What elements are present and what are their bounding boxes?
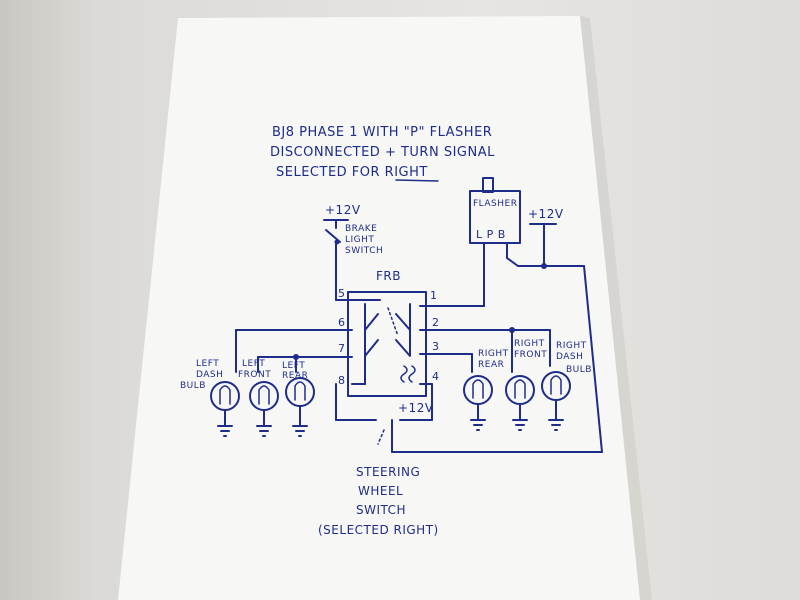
relay-coil-2 <box>408 365 416 383</box>
relay-pin-1: 1 <box>430 289 438 302</box>
wire-b-bend <box>506 257 519 267</box>
title-emphasis: RIGHT <box>385 165 428 180</box>
brake-switch-line-3: SWITCH <box>345 246 383 256</box>
relay-pin-6: 6 <box>338 316 346 329</box>
flasher-pins: L P B <box>476 228 506 241</box>
steering-switch-arm <box>377 429 385 445</box>
left-dash-line-1: LEFT <box>196 359 219 369</box>
left-rear-line-1: LEFT <box>282 361 305 371</box>
supply-brake-label: +12V <box>325 203 361 217</box>
relay-contact-right-lower <box>395 329 411 357</box>
left-rear-ground-icon <box>292 425 308 437</box>
relay-pin-5: 5 <box>338 287 346 300</box>
left-dash-ground-icon <box>217 425 233 437</box>
junction-b <box>541 263 547 269</box>
relay-coil <box>400 365 408 383</box>
left-front-filament <box>258 385 270 405</box>
left-rear-filament <box>294 381 306 401</box>
right-dash-ground-icon <box>548 419 564 431</box>
flasher-label: FLASHER <box>473 199 517 209</box>
relay-body <box>347 291 427 397</box>
right-dash-line-1: RIGHT <box>556 341 587 351</box>
relay-pin-4: 4 <box>432 370 440 383</box>
left-rear-line-2: REAR <box>282 371 308 381</box>
left-dash-filament <box>219 385 231 405</box>
wire-b-down-right <box>583 265 603 453</box>
brake-switch-line-2: LIGHT <box>345 235 374 245</box>
steering-switch-line-3: SWITCH <box>356 503 406 517</box>
title-line-3: SELECTED FOR RIGHT <box>276 165 428 180</box>
title-line-3-prefix: SELECTED FOR <box>276 165 385 180</box>
right-rear-line-2: REAR <box>478 360 504 370</box>
title-line-2: DISCONNECTED + TURN SIGNAL <box>270 145 495 160</box>
title-line-1: BJ8 PHASE 1 WITH "P" FLASHER <box>272 125 492 140</box>
paper-shadow <box>580 16 652 600</box>
left-front-ground-icon <box>256 425 272 437</box>
left-dash-line-2: DASH <box>196 370 223 380</box>
relay-link <box>387 307 399 337</box>
right-dash-filament <box>550 375 562 395</box>
junction-left-rear <box>293 354 299 360</box>
relay-pin-8: 8 <box>338 374 346 387</box>
left-dash-line-3: BULB <box>180 381 206 391</box>
right-dash-line-2: DASH <box>556 352 583 362</box>
relay-label: FRB <box>376 269 401 283</box>
right-dash-line-3: BULB <box>566 365 592 375</box>
flasher-box <box>469 190 521 244</box>
steering-switch-line-2: WHEEL <box>358 484 403 498</box>
relay-pin-3: 3 <box>432 340 440 353</box>
right-front-filament <box>514 379 526 399</box>
title-underline <box>395 179 439 182</box>
brake-switch-line-1: BRAKE <box>345 224 377 234</box>
switch-supply-label: +12V <box>398 401 434 415</box>
steering-switch-line-1: STEERING <box>356 465 420 479</box>
right-front-line-2: FRONT <box>514 350 547 360</box>
left-front-line-1: LEFT <box>242 359 265 369</box>
right-front-line-1: RIGHT <box>514 339 545 349</box>
relay-pin-7: 7 <box>338 342 346 355</box>
steering-switch-note: (SELECTED RIGHT) <box>318 523 439 537</box>
right-front-ground-icon <box>512 419 528 431</box>
paper-sheet <box>118 16 640 600</box>
relay-pin-2: 2 <box>432 316 440 329</box>
right-rear-filament <box>472 379 484 399</box>
left-front-line-2: FRONT <box>238 370 271 380</box>
right-rear-ground-icon <box>470 419 486 431</box>
supply-right-label: +12V <box>528 207 564 221</box>
right-rear-line-1: RIGHT <box>478 349 509 359</box>
